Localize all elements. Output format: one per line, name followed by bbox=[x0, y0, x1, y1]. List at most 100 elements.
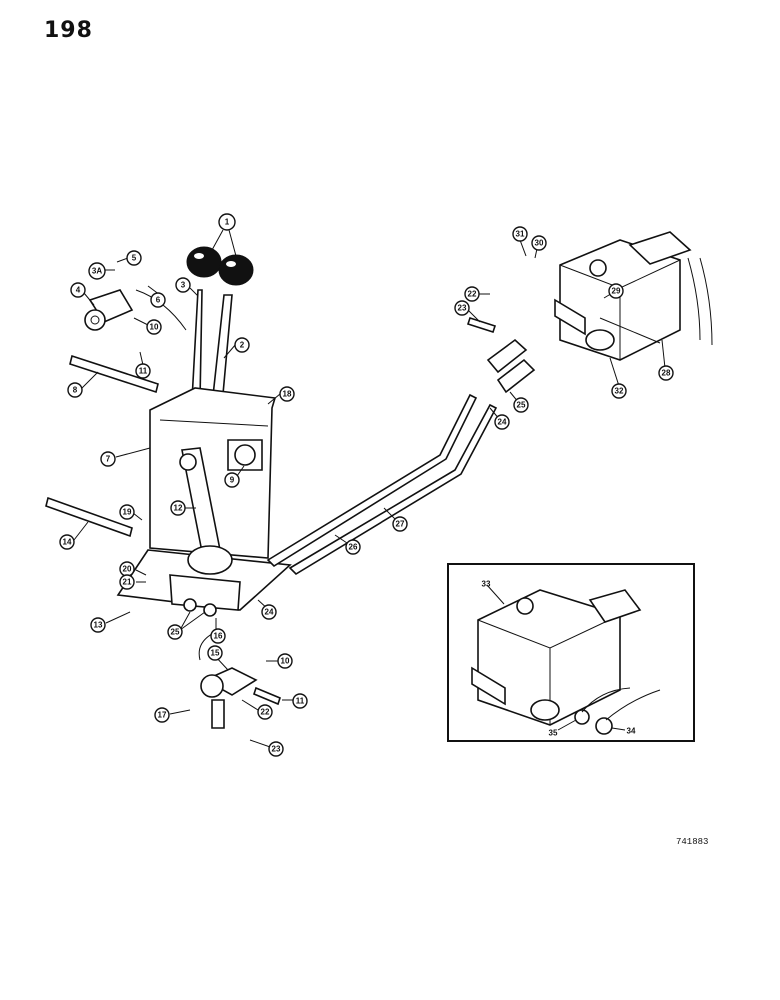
callout-label: 9 bbox=[230, 476, 235, 485]
callout-label: 21 bbox=[123, 578, 132, 587]
bracket-bore bbox=[90, 315, 100, 325]
bolt bbox=[253, 686, 281, 706]
lever-rod-right bbox=[211, 294, 233, 406]
callout-25b: 25 bbox=[513, 397, 529, 413]
inset-valve-body bbox=[477, 589, 621, 726]
valve-spool bbox=[554, 298, 586, 336]
callout-24b: 24 bbox=[494, 414, 510, 430]
callout-23b: 23 bbox=[454, 300, 470, 316]
callout-28: 28 bbox=[658, 365, 674, 381]
base-boss bbox=[187, 545, 233, 575]
lower-bracket bbox=[198, 629, 281, 729]
callout-6: 6 bbox=[150, 292, 166, 308]
control-valve-inset bbox=[471, 589, 661, 735]
callout-10b: 10 bbox=[277, 653, 293, 669]
control-rod-26 bbox=[266, 393, 478, 568]
callout-label: 25 bbox=[517, 401, 526, 410]
inset-valve-plug bbox=[530, 699, 560, 721]
callout-label: 25 bbox=[171, 628, 180, 637]
switch-35 bbox=[574, 709, 590, 725]
housing-front bbox=[149, 387, 277, 559]
callout-label: 22 bbox=[261, 708, 270, 717]
callout-label: 33 bbox=[482, 580, 491, 589]
callout-11b: 11 bbox=[292, 693, 308, 709]
callout-label: 10 bbox=[150, 323, 159, 332]
callout-label: 7 bbox=[106, 455, 111, 464]
control-valve-upper bbox=[554, 231, 713, 361]
knob-highlight bbox=[226, 261, 236, 267]
callout-label: 5 bbox=[132, 254, 137, 263]
callout-label: 20 bbox=[123, 565, 132, 574]
linkage-pin bbox=[179, 453, 197, 471]
lever-knob-right bbox=[218, 254, 254, 286]
callout-8: 8 bbox=[67, 382, 83, 398]
callout-4: 4 bbox=[70, 282, 86, 298]
callout-9: 9 bbox=[224, 472, 240, 488]
callout-label: 31 bbox=[516, 230, 525, 239]
callout-label: 15 bbox=[211, 649, 220, 658]
callout-1: 1 bbox=[218, 213, 236, 231]
inset-valve-port bbox=[516, 597, 534, 615]
callout-label: 19 bbox=[123, 508, 132, 517]
callout-label: 30 bbox=[535, 239, 544, 248]
callout-label: 11 bbox=[296, 697, 305, 706]
control-lever-assembly bbox=[186, 246, 254, 406]
clevis-lower bbox=[496, 358, 536, 394]
callout-label: 1 bbox=[225, 218, 230, 227]
inset-relief-cartridge bbox=[588, 589, 642, 623]
callout-23a: 23 bbox=[268, 741, 284, 757]
housing-edge bbox=[159, 419, 269, 427]
callout-16: 16 bbox=[210, 628, 226, 644]
callout-label: 14 bbox=[63, 538, 72, 547]
control-rod-27 bbox=[288, 403, 498, 576]
callout-22a: 22 bbox=[257, 704, 273, 720]
switch-wires bbox=[581, 687, 661, 721]
inset-valve-spool bbox=[471, 666, 506, 706]
callout-label: 23 bbox=[458, 304, 467, 313]
callout-21: 21 bbox=[119, 574, 135, 590]
callout-label: 16 bbox=[214, 632, 223, 641]
callout-label: 6 bbox=[156, 296, 161, 305]
callout-35: 35 bbox=[549, 729, 558, 738]
bracket-boss bbox=[84, 309, 106, 331]
figure-code: 741883 bbox=[676, 837, 709, 847]
callout-label: 29 bbox=[612, 287, 621, 296]
clevis-pin bbox=[466, 316, 497, 334]
tie-bolt bbox=[599, 317, 661, 344]
callout-25a: 25 bbox=[167, 624, 183, 640]
callout-label: 12 bbox=[174, 504, 183, 513]
bracket-leg bbox=[211, 699, 225, 729]
callout-label: 18 bbox=[283, 390, 292, 399]
spool-end bbox=[203, 603, 217, 617]
callout-label: 4 bbox=[76, 286, 81, 295]
callout-31: 31 bbox=[512, 226, 528, 242]
clevis-upper bbox=[486, 338, 528, 374]
callout-5: 5 bbox=[126, 250, 142, 266]
callout-3a: 3A bbox=[88, 262, 106, 280]
callout-13: 13 bbox=[90, 617, 106, 633]
valve-port bbox=[589, 259, 607, 277]
callout-17: 17 bbox=[154, 707, 170, 723]
callout-2: 2 bbox=[234, 337, 250, 353]
callout-label: 13 bbox=[94, 621, 103, 630]
page-number: 198 bbox=[44, 18, 93, 43]
callout-label: 34 bbox=[627, 727, 636, 736]
callout-label: 27 bbox=[396, 520, 405, 529]
knob-highlight bbox=[194, 253, 204, 259]
callout-24a: 24 bbox=[261, 604, 277, 620]
callout-30: 30 bbox=[531, 235, 547, 251]
callout-label: 3A bbox=[92, 267, 102, 276]
callout-label: 11 bbox=[139, 367, 148, 376]
callout-label: 35 bbox=[549, 729, 558, 738]
shaft-14 bbox=[45, 496, 133, 538]
lever-rod-left bbox=[191, 289, 203, 401]
shaft-8 bbox=[69, 354, 159, 394]
valve-block bbox=[169, 574, 241, 611]
callout-label: 23 bbox=[272, 745, 281, 754]
callout-label: 3 bbox=[181, 281, 186, 290]
upper-bracket bbox=[84, 289, 187, 331]
callout-label: 26 bbox=[349, 543, 358, 552]
spool-end bbox=[183, 598, 197, 612]
callout-10a: 10 bbox=[146, 319, 162, 335]
callout-7: 7 bbox=[100, 451, 116, 467]
